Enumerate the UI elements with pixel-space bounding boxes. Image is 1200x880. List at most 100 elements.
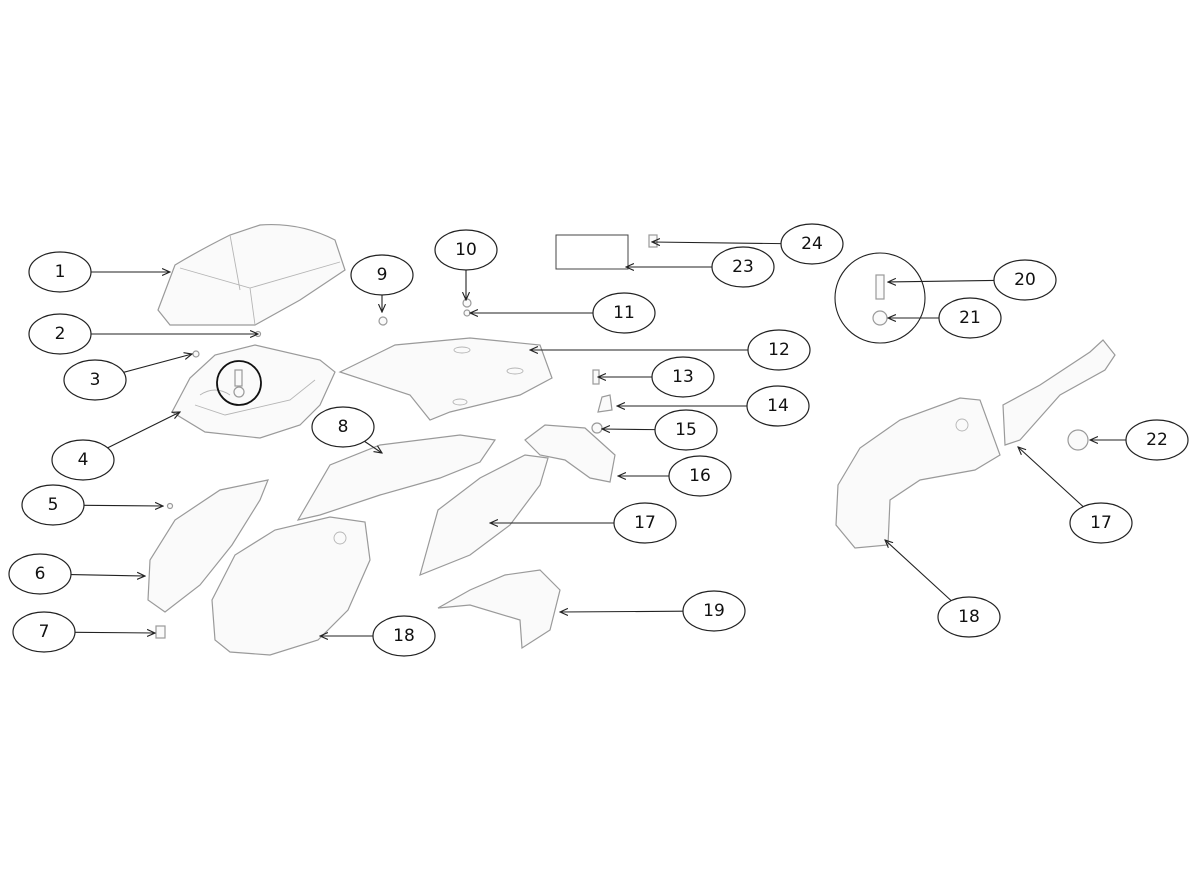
leader-arrow bbox=[560, 611, 684, 612]
part-side-panel-inner bbox=[296, 434, 497, 521]
part-side-cover-left bbox=[211, 516, 371, 656]
callout-bubble bbox=[8, 553, 72, 595]
callout-number: 16 bbox=[689, 466, 711, 486]
callout-11: 11 bbox=[470, 292, 656, 334]
leader-arrow bbox=[1018, 447, 1084, 508]
callout-number: 4 bbox=[78, 450, 89, 470]
callout-10: 10 bbox=[434, 229, 498, 300]
callout-bubble bbox=[613, 502, 677, 544]
leader-arrow bbox=[888, 280, 995, 282]
callout-number: 19 bbox=[703, 601, 725, 621]
callout-8: 8 bbox=[311, 406, 382, 453]
part-cover-18-right bbox=[835, 397, 1001, 549]
part-cover-17-right bbox=[1002, 339, 1116, 446]
callout-17: 17 bbox=[490, 502, 677, 544]
part-grommet-22 bbox=[1067, 429, 1089, 451]
callout-bubble bbox=[654, 409, 718, 451]
detail-circle-fasteners bbox=[216, 360, 262, 406]
callout-bubble bbox=[51, 439, 115, 481]
part-cover-17-left bbox=[419, 454, 549, 577]
callout-number: 13 bbox=[672, 367, 694, 387]
leader-arrow bbox=[885, 540, 952, 602]
callout-number: 17 bbox=[634, 513, 656, 533]
leader-arrow bbox=[70, 575, 145, 576]
callout-number: 23 bbox=[732, 257, 754, 277]
callout-number: 20 bbox=[1014, 270, 1036, 290]
callout-23: 23 bbox=[626, 246, 775, 288]
callout-bubble bbox=[21, 484, 85, 526]
label-placeholder-23 bbox=[555, 234, 629, 270]
part-seat bbox=[157, 223, 346, 326]
leader-arrow bbox=[83, 505, 163, 506]
callout-14: 14 bbox=[617, 385, 810, 427]
callout-18: 18 bbox=[885, 540, 1001, 638]
callout-3: 3 bbox=[63, 354, 192, 401]
leader-arrow bbox=[652, 242, 782, 244]
callout-number: 15 bbox=[675, 420, 697, 440]
callout-number: 12 bbox=[768, 340, 790, 360]
callout-bubble bbox=[711, 246, 775, 288]
callout-number: 1 bbox=[55, 262, 66, 282]
callout-bubble bbox=[1069, 502, 1133, 544]
part-side-trim-left bbox=[147, 479, 269, 613]
callout-2: 2 bbox=[28, 313, 258, 355]
callout-bubble bbox=[372, 615, 436, 657]
callout-number: 3 bbox=[90, 370, 101, 390]
callout-16: 16 bbox=[618, 455, 732, 497]
callout-number: 14 bbox=[767, 396, 789, 416]
callout-bubble bbox=[651, 356, 715, 398]
part-rear-fender bbox=[338, 337, 553, 421]
callout-4: 4 bbox=[51, 412, 180, 481]
callout-bubble bbox=[747, 329, 811, 371]
callout-number: 24 bbox=[801, 234, 823, 254]
callout-bubble bbox=[592, 292, 656, 334]
callout-bubble bbox=[28, 313, 92, 355]
callout-bubble bbox=[311, 406, 375, 448]
callout-number: 7 bbox=[39, 622, 50, 642]
callout-number: 9 bbox=[377, 265, 388, 285]
callout-bubble bbox=[746, 385, 810, 427]
callout-19: 19 bbox=[560, 590, 746, 632]
callout-number: 17 bbox=[1090, 513, 1112, 533]
callout-number: 22 bbox=[1146, 430, 1168, 450]
callout-number: 6 bbox=[35, 564, 46, 584]
leader-arrow bbox=[123, 354, 192, 373]
callout-bubble bbox=[434, 229, 498, 271]
parts-drawing bbox=[147, 223, 1116, 656]
callout-bubble bbox=[350, 254, 414, 296]
leader-arrow bbox=[74, 632, 155, 633]
callout-17: 17 bbox=[1018, 447, 1133, 544]
part-bracket-16 bbox=[524, 424, 616, 483]
leader-arrow bbox=[107, 412, 180, 449]
callout-12: 12 bbox=[530, 329, 811, 371]
callout-number: 8 bbox=[338, 417, 349, 437]
callout-18: 18 bbox=[320, 615, 436, 657]
callout-number: 18 bbox=[958, 607, 980, 627]
part-seat-base bbox=[171, 344, 336, 439]
callout-bubble bbox=[937, 596, 1001, 638]
callout-22: 22 bbox=[1090, 419, 1189, 461]
callout-6: 6 bbox=[8, 553, 145, 595]
callout-bubble bbox=[682, 590, 746, 632]
callout-bubble bbox=[1125, 419, 1189, 461]
callout-number: 21 bbox=[959, 308, 981, 328]
callout-5: 5 bbox=[21, 484, 163, 526]
callout-number: 5 bbox=[48, 495, 59, 515]
detail-circle-20-21 bbox=[834, 252, 926, 344]
callout-bubble bbox=[28, 251, 92, 293]
callout-bubble bbox=[938, 297, 1002, 339]
callout-15: 15 bbox=[602, 409, 718, 451]
leader-arrow bbox=[364, 440, 382, 453]
leader-arrow bbox=[602, 429, 656, 430]
callout-bubble bbox=[993, 259, 1057, 301]
callout-number: 11 bbox=[613, 303, 635, 323]
callouts: 1234567891011121314151617181920212223241… bbox=[8, 223, 1189, 657]
callout-bubble bbox=[780, 223, 844, 265]
callout-7: 7 bbox=[12, 611, 155, 653]
callout-number: 2 bbox=[55, 324, 66, 344]
callout-number: 10 bbox=[455, 240, 477, 260]
callout-21: 21 bbox=[888, 297, 1002, 339]
callout-1: 1 bbox=[28, 251, 170, 293]
callout-bubble bbox=[668, 455, 732, 497]
callout-bubble bbox=[12, 611, 76, 653]
